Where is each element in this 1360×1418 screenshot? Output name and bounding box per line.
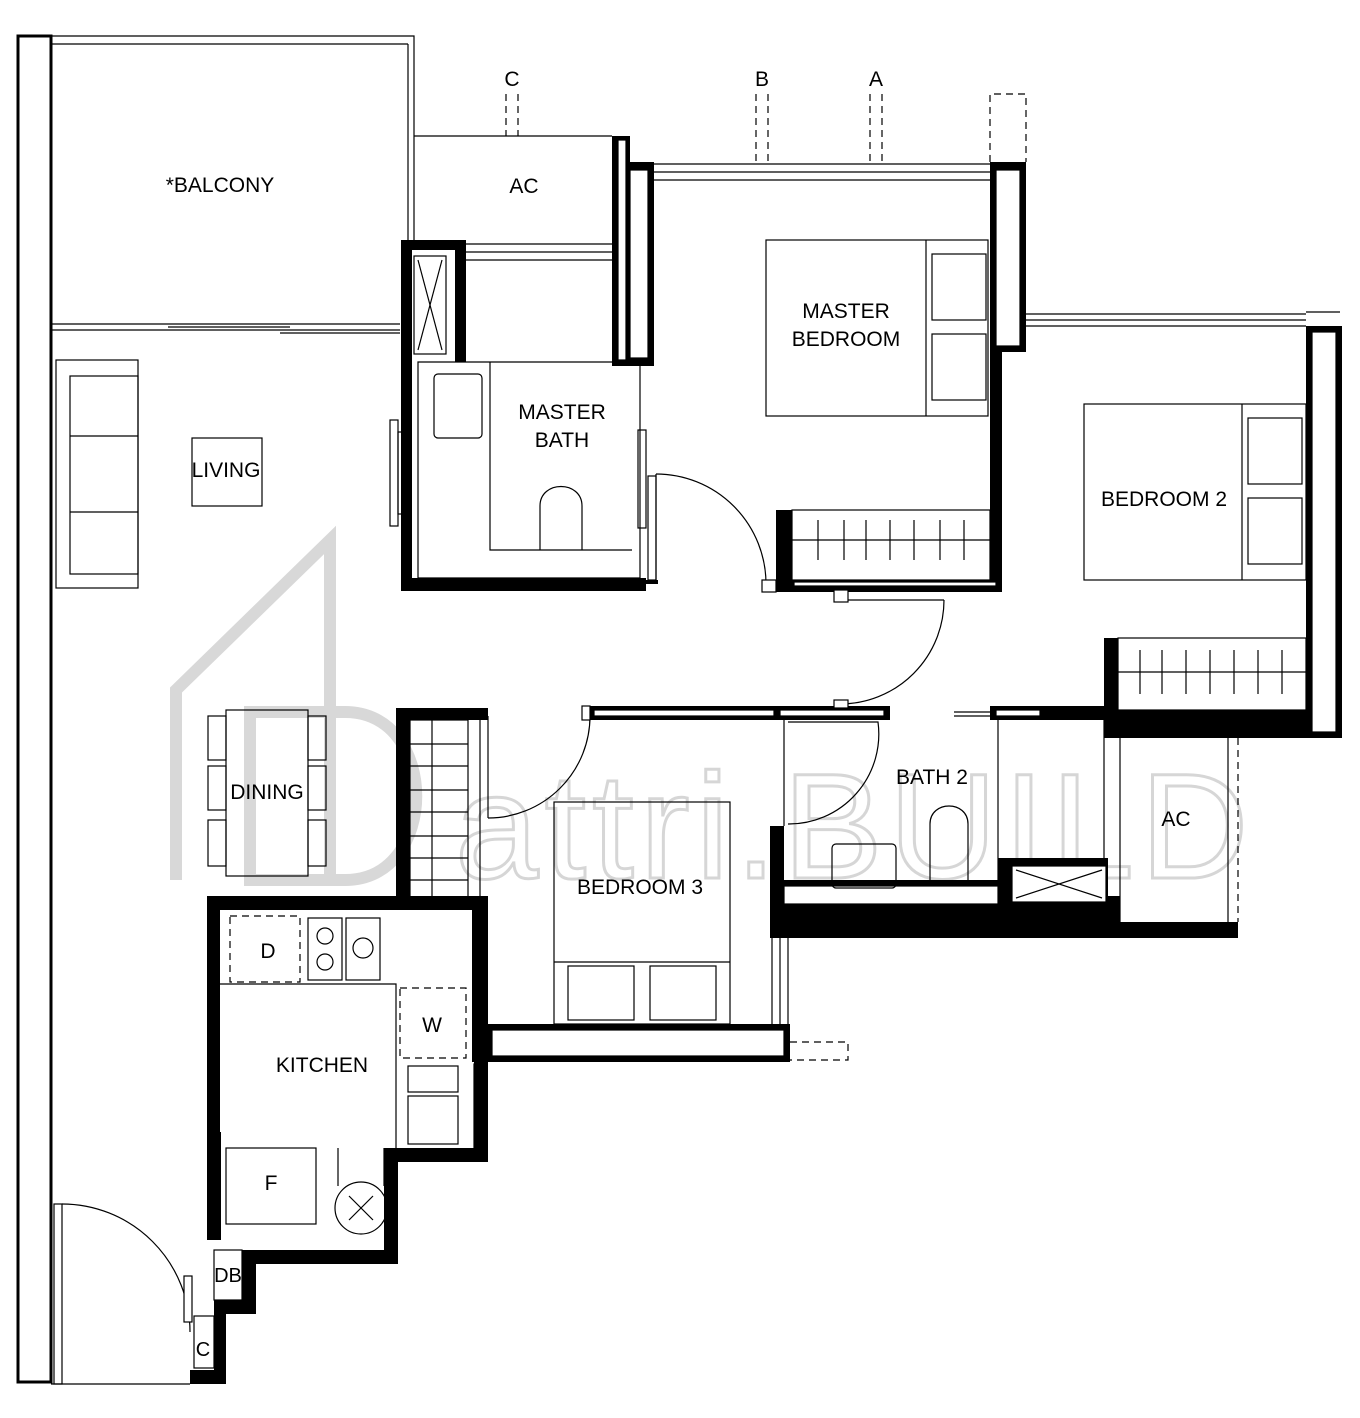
ventilation-fan	[334, 1148, 388, 1235]
label-closet: C	[196, 1339, 210, 1361]
master-bath-wall	[401, 240, 646, 591]
label-master-bedroom-2: BEDROOM	[792, 328, 901, 351]
label-living: LIVING	[192, 459, 261, 482]
closet-box	[193, 1315, 215, 1369]
fridge	[225, 1147, 317, 1225]
tv-console	[389, 419, 405, 527]
bedroom-3-bed	[553, 801, 731, 1025]
bath-2-wall	[770, 826, 1238, 938]
master-wardrobe	[791, 509, 991, 581]
sofa	[55, 359, 139, 589]
bedroom-2-window	[1026, 311, 1340, 327]
label-ac-top: AC	[509, 175, 538, 198]
ledge-top-right	[989, 93, 1027, 162]
master-bed	[765, 239, 989, 417]
dining-table	[207, 709, 327, 877]
bath-2-basin	[831, 843, 897, 889]
entrance-door[interactable]	[51, 1203, 193, 1385]
watermark-logo	[170, 525, 423, 886]
label-bedroom-2: BEDROOM 2	[1101, 488, 1227, 511]
section-marker-b	[755, 94, 769, 162]
dishwasher	[229, 915, 301, 983]
balcony-sliding-door	[51, 323, 400, 334]
bath-2-swing	[787, 721, 880, 825]
master-bath-shaft	[413, 255, 447, 355]
bedroom-2-bed	[1083, 403, 1307, 581]
master-bath-toilet	[539, 485, 583, 550]
cooktop	[345, 917, 381, 981]
bedroom-2-door[interactable]	[833, 589, 945, 705]
master-bath-counter	[489, 362, 632, 551]
bath-2-door[interactable]	[954, 706, 1106, 720]
bath-2-shaft	[1011, 865, 1107, 903]
label-db: DB	[214, 1265, 242, 1287]
label-marker-b: B	[755, 68, 769, 91]
bedroom-2-wardrobe	[1117, 637, 1307, 711]
label-fridge: F	[265, 1172, 278, 1195]
master-bath-basin	[433, 373, 483, 439]
kitchen-counter	[220, 983, 397, 1148]
coffee-table	[191, 437, 263, 507]
label-marker-a: A	[869, 68, 883, 91]
label-kitchen: KITCHEN	[276, 1054, 368, 1077]
master-bedroom-window	[654, 163, 990, 181]
label-master-bath-1: MASTER	[518, 401, 606, 424]
label-marker-c: C	[504, 68, 519, 91]
label-balcony: *BALCONY	[166, 174, 275, 197]
kitchen-wall	[190, 896, 488, 1384]
db-box	[213, 1249, 243, 1301]
label-master-bath-2: BATH	[535, 429, 589, 452]
ac-ledge-top-glazing	[460, 243, 612, 261]
bedroom-3-window	[771, 938, 789, 1024]
left-facade-wall	[16, 34, 53, 1384]
bedroom-3-door[interactable]	[479, 705, 591, 898]
label-dishwasher: D	[260, 940, 275, 963]
label-bedroom-3: BEDROOM 3	[577, 876, 703, 899]
label-ac-right: AC	[1161, 808, 1190, 831]
balcony-outline	[51, 35, 415, 244]
label-bath-2: BATH 2	[896, 766, 968, 789]
section-marker-c	[505, 94, 519, 136]
label-master-bedroom-1: MASTER	[802, 300, 890, 323]
bath-2-toilet	[929, 805, 969, 880]
label-dining: DINING	[230, 781, 304, 804]
ledge-bedroom-3	[790, 1041, 849, 1061]
kitchen-window	[209, 979, 219, 1079]
label-washer: W	[422, 1014, 442, 1037]
master-bedroom-door[interactable]	[655, 473, 777, 593]
section-marker-a	[869, 94, 883, 162]
bedroom-3-wall	[396, 708, 790, 1062]
washer	[399, 987, 467, 1059]
sink	[407, 1065, 459, 1093]
